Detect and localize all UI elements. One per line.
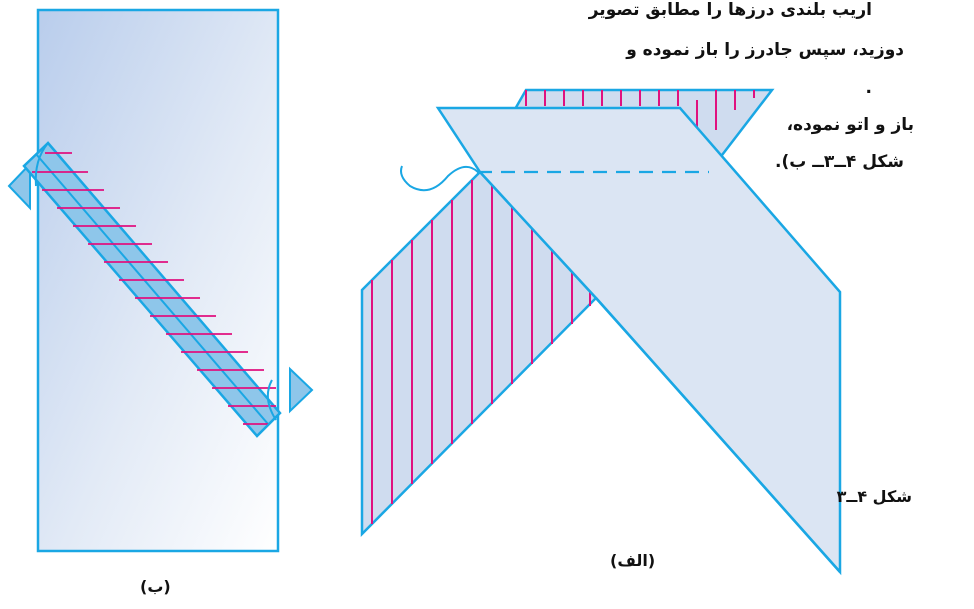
caption-alef: (الف): [610, 551, 656, 570]
figure-alef: [360, 88, 842, 576]
instruction-line-5: شکل ۴ــ۳ــ ب).: [775, 152, 904, 172]
caption-be: (ب): [140, 577, 171, 596]
bias-strip-center-line: [35, 153, 269, 425]
figure-b: [7, 8, 314, 553]
bias-strip-hatching: [32, 152, 276, 425]
right-seam-tab: [289, 366, 314, 414]
instruction-line-2: دوزید، سپس جادرز را باز نموده و: [626, 40, 904, 60]
left-seam-tab: [7, 161, 31, 211]
strip-end-curl-bottom: [256, 412, 281, 437]
left-hatched-strip-hatching: [371, 180, 591, 524]
figure-number-label: شکل ۴ــ۳: [836, 487, 912, 506]
thread-curl: [400, 165, 479, 192]
strip-end-curl-right: [266, 379, 277, 421]
front-strip-fold-edge: [595, 297, 841, 573]
instruction-line-4: باز و اتو نموده،: [786, 115, 914, 135]
instruction-line-1: اریب بلندی درزها را مطابق تصویر: [588, 0, 872, 20]
strip-end-curl-top: [34, 142, 49, 187]
instruction-line-3: .: [865, 78, 872, 98]
